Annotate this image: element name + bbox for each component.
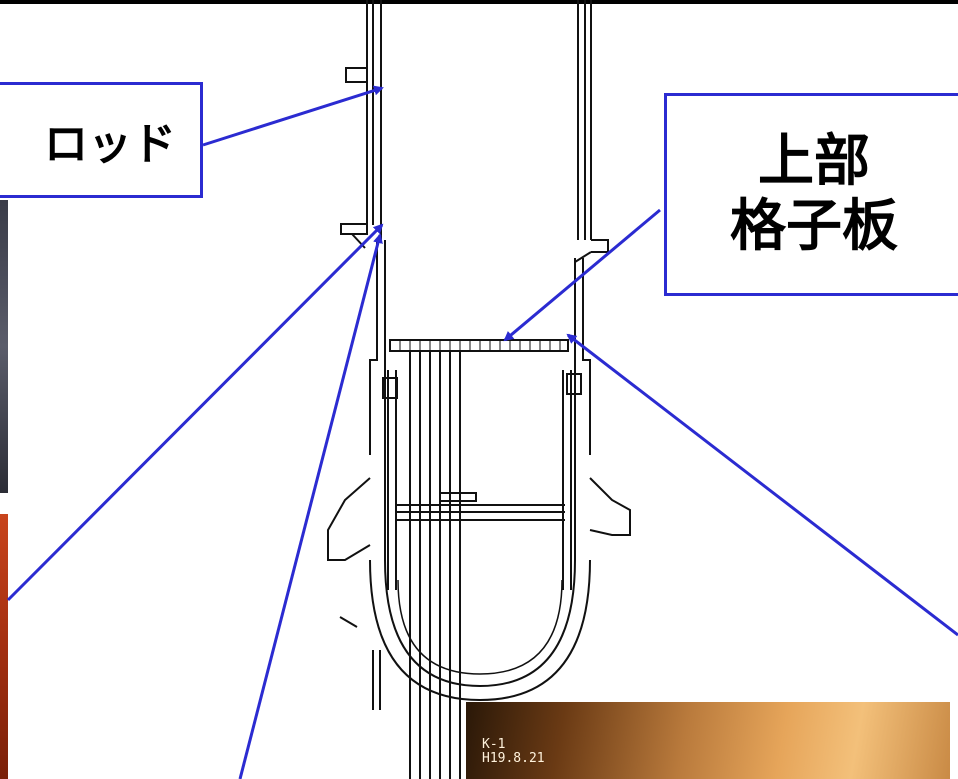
- upper-grid-label-line1: 上部: [758, 129, 870, 195]
- photo-stamp-line1: K-1: [482, 737, 506, 752]
- arrow-left-photo: [6, 223, 384, 602]
- top-border: [0, 0, 958, 4]
- rod-label: ロッド: [44, 119, 176, 170]
- inspection-photo: K-1 H19.8.21: [466, 702, 950, 779]
- photo-stamp-line2: H19.8.21: [482, 751, 545, 766]
- photo-fragment-left-dark: [0, 200, 8, 493]
- photo-stamp: K-1 H19.8.21: [482, 738, 545, 766]
- upper-grid-label-line2: 格子板: [730, 193, 898, 259]
- photo-fragment-left-orange: [0, 514, 8, 779]
- arrow-rod: [202, 85, 384, 147]
- arrow-bottom-left: [238, 233, 383, 779]
- upper-grid-plate-label-box: 上部 格子板: [664, 93, 958, 296]
- arrow-upper-grid: [503, 208, 661, 342]
- arrow-right-support: [566, 333, 958, 637]
- rod-label-box: ロッド: [0, 82, 203, 198]
